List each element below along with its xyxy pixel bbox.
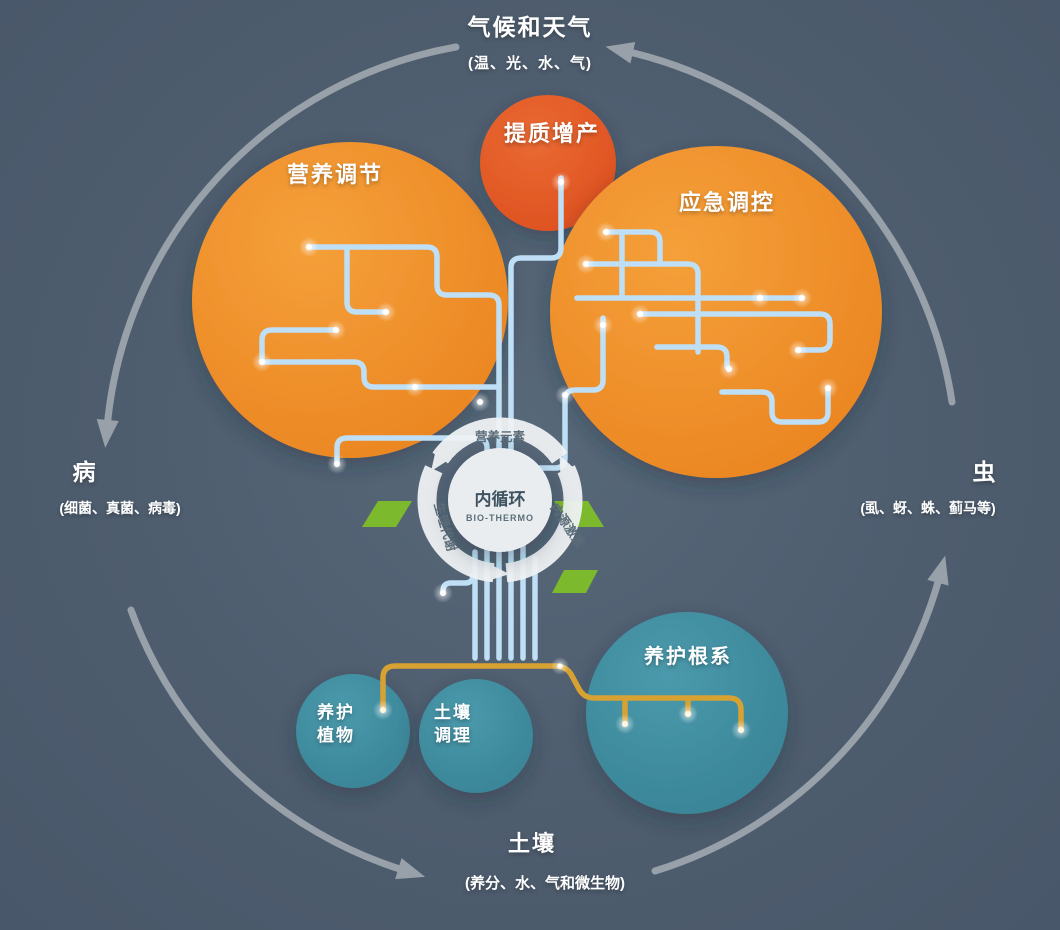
cycle-arrow-bottom-right bbox=[651, 555, 949, 875]
label-climate-title: 气候和天气 bbox=[467, 14, 593, 40]
hub-title: 内循环 bbox=[475, 489, 526, 509]
hub-ring-arrows bbox=[417, 417, 583, 583]
cycle-arrow-top-right bbox=[605, 42, 956, 406]
label-insect-subtitle: (虱、蚜、蛛、蓟马等) bbox=[860, 500, 996, 516]
label-soil-title: 土壤 bbox=[507, 831, 557, 856]
cycle-arrow-top-left bbox=[96, 43, 460, 448]
label-bubble-nutrition: 营养调节 bbox=[286, 162, 384, 187]
label-soil-subtitle: (养分、水、气和微生物) bbox=[465, 875, 625, 892]
hub-subtitle: BIO-THERMO bbox=[466, 513, 534, 523]
label-insect-title: 虫 bbox=[972, 459, 998, 485]
label-disease-title: 病 bbox=[72, 459, 98, 485]
cycle-arrow-bottom-left bbox=[127, 606, 426, 880]
label-bubble-plant-care: 养护 植物 bbox=[317, 703, 355, 745]
hub: 内循环 BIO-THERMO 营养元素 生理代谢 内源激素 bbox=[417, 417, 588, 583]
leaf-left bbox=[362, 501, 412, 527]
bubble-nutrition-circle bbox=[192, 142, 508, 458]
hub-circle bbox=[448, 448, 552, 552]
bubbles bbox=[192, 95, 882, 814]
glow-nodes bbox=[252, 172, 838, 740]
label-climate-subtitle: (温、光、水、气) bbox=[468, 55, 592, 72]
outer-cycle-arrows bbox=[96, 42, 956, 880]
leaf-lower-right bbox=[552, 570, 598, 593]
label-bubble-root-care: 养护根系 bbox=[644, 646, 732, 668]
label-bubble-emergency: 应急调控 bbox=[678, 190, 776, 215]
bubble-quality-circle bbox=[480, 95, 616, 231]
hub-ring-label-top: 营养元素 bbox=[475, 429, 526, 444]
label-bubble-quality: 提质增产 bbox=[503, 121, 601, 146]
tree-branches bbox=[259, 175, 833, 661]
bubble-soil-conditioning-circle bbox=[419, 679, 533, 793]
label-disease-subtitle: (细菌、真菌、病毒) bbox=[59, 500, 181, 516]
label-bubble-soil-conditioning: 土壤 调理 bbox=[434, 703, 472, 745]
